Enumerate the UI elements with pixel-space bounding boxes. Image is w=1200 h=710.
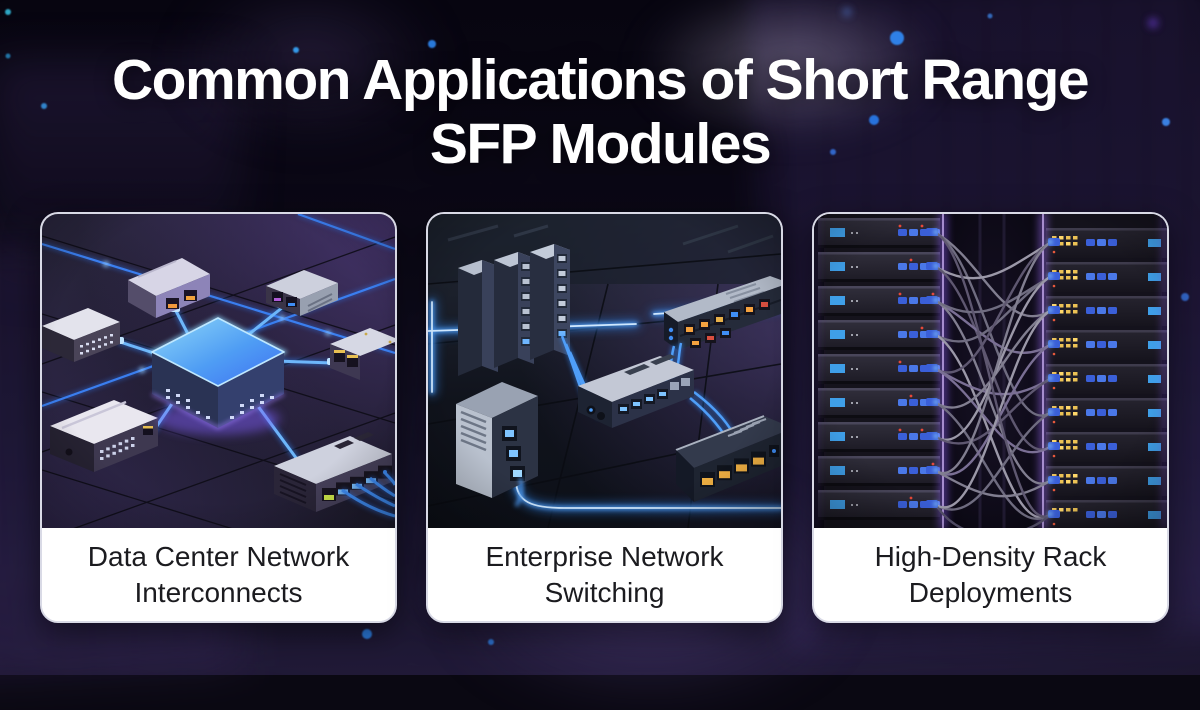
application-cards: Data Center Network Interconnects bbox=[40, 212, 1169, 623]
card-label: High-Density Rack Deployments bbox=[814, 528, 1167, 621]
card-label-text: High-Density Rack Deployments bbox=[874, 540, 1107, 608]
title-line-2: SFP Modules bbox=[429, 112, 772, 176]
card-label: Enterprise Network Switching bbox=[428, 528, 781, 621]
card-high-density-racks: High-Density Rack Deployments bbox=[812, 212, 1169, 623]
illustration-data-center-network-interconnects-icon bbox=[42, 214, 395, 528]
title-line-1: Common Applications of Short Range bbox=[111, 48, 1090, 112]
card-label: Data Center Network Interconnects bbox=[42, 528, 395, 621]
page-title: Common Applications of Short Range SFP M… bbox=[0, 48, 1200, 176]
card-enterprise-switching: Enterprise Network Switching bbox=[426, 212, 783, 623]
card-label-text: Enterprise Network Switching bbox=[485, 540, 724, 608]
card-data-center-interconnects: Data Center Network Interconnects bbox=[40, 212, 397, 623]
illustration-enterprise-network-switching-icon bbox=[428, 214, 781, 528]
card-label-text: Data Center Network Interconnects bbox=[87, 540, 350, 608]
illustration-high-density-rack-deployments-icon bbox=[814, 214, 1167, 528]
